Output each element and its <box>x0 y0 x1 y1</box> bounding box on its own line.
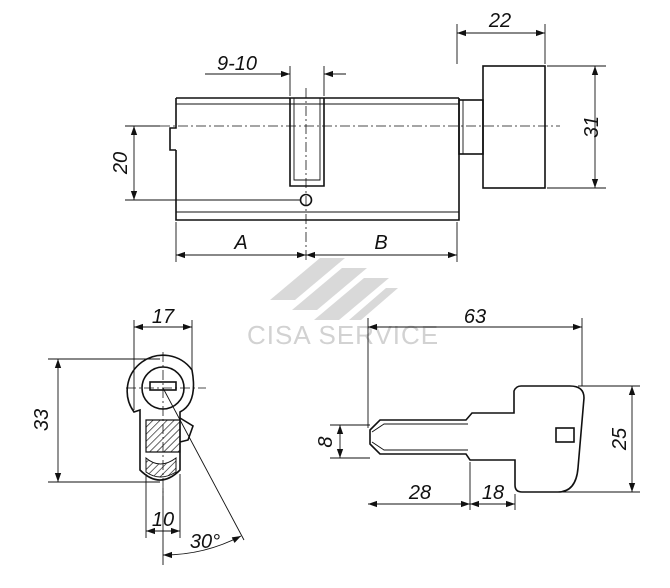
key-side-nose <box>169 98 177 151</box>
dim-label-cam-gap: 9-10 <box>217 53 257 75</box>
key-head-window <box>555 427 575 443</box>
dim-label-body-height: 20 <box>110 152 132 175</box>
dim-label-blade-height: 8 <box>315 436 337 447</box>
dim-label-length-a: A <box>233 232 247 254</box>
cam-angle-line <box>162 387 245 541</box>
key-outline <box>369 385 585 493</box>
dim-label-blade-length: 28 <box>408 482 431 504</box>
cylinder-profile-view: 17 33 10 30° <box>31 306 245 565</box>
dim-label-length-b: B <box>374 232 387 254</box>
dim-label-shoulder-length: 18 <box>482 482 504 504</box>
dim-label-profile-width: 17 <box>152 306 175 328</box>
dim-label-knob-height: 31 <box>581 116 603 138</box>
thumb-turn-knob <box>482 65 546 189</box>
dim-label-key-head-height: 25 <box>609 427 631 451</box>
dim-label-profile-height: 33 <box>31 409 53 431</box>
cylinder-side-view: 22 9-10 31 20 A B <box>110 10 606 262</box>
profile-section-hatch <box>145 419 181 453</box>
key-view: 63 8 25 28 18 <box>315 306 640 510</box>
angle-arc-30 <box>162 535 242 559</box>
dim-label-key-length: 63 <box>464 306 486 328</box>
cam-slot <box>289 98 325 187</box>
cam-bottom-hatch <box>145 456 177 478</box>
key-ridge-bottom <box>371 441 468 451</box>
key-ridge-top <box>371 423 468 433</box>
cisa-logo-icon <box>270 258 398 320</box>
profile-outline <box>126 354 195 481</box>
cam-lobe <box>179 417 194 443</box>
cisa-watermark: CISA SERVICE <box>247 258 439 350</box>
cylinder-body <box>175 97 460 221</box>
watermark-text: CISA SERVICE <box>247 320 439 350</box>
cam-slot-inner <box>293 98 321 181</box>
dim-label-cam-angle: 30° <box>190 531 220 553</box>
dim-label-knob-width: 22 <box>488 10 511 32</box>
